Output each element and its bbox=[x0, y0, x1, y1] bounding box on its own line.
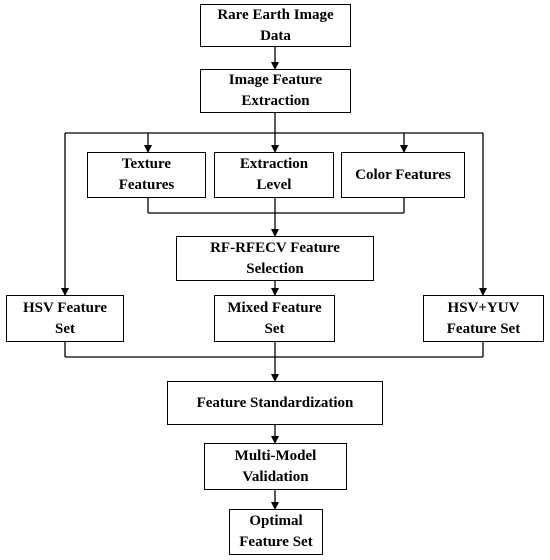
color-features-node: Color Features bbox=[341, 152, 465, 198]
texture-features-node: Texture Features bbox=[87, 152, 206, 198]
hsv-feature-set-node: HSV Feature Set bbox=[6, 295, 124, 342]
hsv-yuv-feature-set-node: HSV+YUV Feature Set bbox=[423, 295, 544, 342]
extraction-level-node: Extraction Level bbox=[214, 152, 334, 198]
image-feature-extraction-node: Image Feature Extraction bbox=[200, 69, 351, 113]
optimal-feature-set-node: Optimal Feature Set bbox=[229, 509, 323, 555]
multi-model-validation-node: Multi-Model Validation bbox=[204, 443, 347, 490]
rare-earth-image-data-node: Rare Earth Image Data bbox=[200, 4, 351, 47]
mixed-feature-set-node: Mixed Feature Set bbox=[214, 295, 335, 342]
rf-rfecv-feature-selection-node: RF-RFECV Feature Selection bbox=[176, 236, 374, 281]
feature-standardization-node: Feature Standardization bbox=[167, 381, 383, 425]
